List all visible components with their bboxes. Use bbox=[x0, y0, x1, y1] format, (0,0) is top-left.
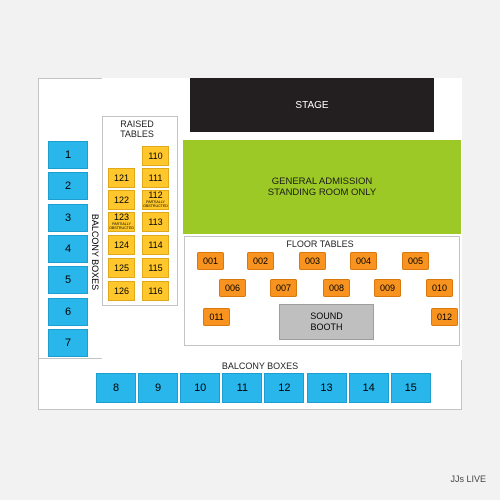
raised-table-122[interactable]: 122 bbox=[108, 190, 135, 210]
raised-table-123-label: 123 bbox=[113, 212, 130, 223]
balcony-box-4[interactable]: 4 bbox=[48, 234, 88, 263]
balcony-box-3-label: 3 bbox=[64, 211, 72, 224]
balcony-box-11[interactable]: 11 bbox=[222, 373, 263, 403]
balcony-box-8-label: 8 bbox=[112, 382, 120, 394]
floor-table-003-label: 003 bbox=[304, 256, 321, 266]
sound-booth: SOUND BOOTH bbox=[279, 304, 374, 340]
floor-table-001[interactable]: 001 bbox=[197, 252, 224, 270]
floor-table-008-label: 008 bbox=[328, 283, 345, 293]
raised-table-113[interactable]: 113 bbox=[142, 212, 169, 232]
floor-table-010[interactable]: 010 bbox=[426, 279, 453, 297]
raised-table-111[interactable]: 111 bbox=[142, 168, 169, 188]
floor-table-006-label: 006 bbox=[224, 283, 241, 293]
balcony-box-14-label: 14 bbox=[362, 382, 375, 394]
balcony-box-10-label: 10 bbox=[194, 382, 207, 394]
balcony-boxes-side-label: BALCONY BOXES bbox=[90, 213, 100, 291]
balcony-box-10[interactable]: 10 bbox=[180, 373, 221, 403]
raised-table-114-label: 114 bbox=[148, 239, 163, 250]
raised-table-121-label: 121 bbox=[113, 172, 130, 183]
balcony-boxes-bottom-label: BALCONY BOXES bbox=[221, 361, 299, 371]
floor-table-008[interactable]: 008 bbox=[323, 279, 350, 297]
raised-table-115-label: 115 bbox=[148, 262, 163, 273]
floor-table-007[interactable]: 007 bbox=[270, 279, 297, 297]
venue-name: JJs LIVE bbox=[450, 474, 486, 484]
floor-table-005-label: 005 bbox=[407, 256, 424, 266]
floor-table-009[interactable]: 009 bbox=[374, 279, 401, 297]
floor-table-011[interactable]: 011 bbox=[203, 308, 230, 326]
raised-table-123-note: PARTIALLY OBSTRUCTED bbox=[109, 222, 134, 230]
balcony-box-8[interactable]: 8 bbox=[96, 373, 136, 403]
balcony-box-14[interactable]: 14 bbox=[348, 373, 389, 403]
raised-table-122-label: 122 bbox=[113, 194, 130, 205]
floor-table-006[interactable]: 006 bbox=[219, 279, 246, 297]
floor-table-011-label: 011 bbox=[209, 312, 224, 322]
general-admission-section[interactable]: GENERAL ADMISSION STANDING ROOM ONLY bbox=[183, 140, 461, 234]
balcony-box-1-label: 1 bbox=[64, 149, 72, 161]
stage-label: STAGE bbox=[295, 99, 329, 111]
raised-table-121[interactable]: 121 bbox=[108, 168, 135, 188]
floor-table-002-label: 002 bbox=[252, 256, 269, 266]
raised-table-115[interactable]: 115 bbox=[142, 258, 169, 278]
balcony-box-6-label: 6 bbox=[64, 305, 72, 318]
floor-table-002[interactable]: 002 bbox=[247, 252, 274, 270]
raised-table-125[interactable]: 125 bbox=[108, 258, 135, 278]
balcony-box-7[interactable]: 7 bbox=[48, 328, 88, 357]
raised-table-114[interactable]: 114 bbox=[142, 235, 169, 255]
balcony-box-5[interactable]: 5 bbox=[48, 266, 88, 295]
balcony-box-3[interactable]: 3 bbox=[48, 203, 88, 232]
raised-table-116[interactable]: 116 bbox=[142, 281, 169, 301]
standing-room-label: STANDING ROOM ONLY bbox=[267, 187, 377, 198]
raised-table-126-label: 126 bbox=[113, 285, 130, 296]
balcony-box-1[interactable]: 1 bbox=[48, 141, 88, 169]
balcony-box-13[interactable]: 13 bbox=[306, 373, 347, 403]
floor-table-005[interactable]: 005 bbox=[402, 252, 429, 270]
balcony-box-9-label: 9 bbox=[155, 382, 162, 394]
stage: STAGE bbox=[190, 78, 434, 132]
floor-table-009-label: 009 bbox=[379, 283, 396, 293]
raised-table-112-label: 112 bbox=[148, 190, 163, 201]
raised-table-112-note: PARTIALLY OBSTRUCTED bbox=[143, 200, 168, 208]
balcony-box-9[interactable]: 9 bbox=[138, 373, 179, 403]
balcony-box-7-label: 7 bbox=[64, 336, 72, 349]
raised-table-110-label: 110 bbox=[148, 150, 163, 161]
raised-table-111-label: 111 bbox=[148, 172, 163, 183]
floor-table-004[interactable]: 004 bbox=[350, 252, 377, 270]
raised-table-113-label: 113 bbox=[148, 216, 163, 227]
balcony-box-12-label: 12 bbox=[278, 382, 291, 394]
raised-table-126[interactable]: 126 bbox=[108, 281, 135, 301]
floor-table-012[interactable]: 012 bbox=[431, 308, 458, 326]
general-admission-label: GENERAL ADMISSION bbox=[271, 175, 373, 187]
floor-table-004-label: 004 bbox=[355, 256, 372, 266]
floor-tables-label: FLOOR TABLES bbox=[286, 239, 354, 249]
balcony-box-6[interactable]: 6 bbox=[48, 297, 88, 326]
floor-table-003[interactable]: 003 bbox=[299, 252, 326, 270]
balcony-box-5-label: 5 bbox=[64, 274, 72, 287]
raised-table-125-label: 125 bbox=[113, 262, 130, 273]
balcony-box-12[interactable]: 12 bbox=[264, 373, 305, 403]
balcony-box-4-label: 4 bbox=[64, 242, 72, 255]
raised-table-116-label: 116 bbox=[148, 285, 163, 296]
balcony-box-2-label: 2 bbox=[64, 180, 72, 193]
raised-table-124[interactable]: 124 bbox=[108, 235, 135, 255]
floor-table-010-label: 010 bbox=[431, 283, 448, 293]
balcony-box-11-label: 11 bbox=[236, 382, 248, 394]
balcony-box-13-label: 13 bbox=[320, 382, 333, 394]
balcony-box-15[interactable]: 15 bbox=[390, 373, 431, 403]
raised-table-110[interactable]: 110 bbox=[142, 146, 169, 166]
balcony-box-2[interactable]: 2 bbox=[48, 172, 88, 201]
floor-table-012-label: 012 bbox=[436, 312, 453, 322]
raised-table-124-label: 124 bbox=[113, 239, 130, 250]
floor-table-001-label: 001 bbox=[202, 256, 219, 266]
balcony-box-15-label: 15 bbox=[404, 382, 417, 394]
floor-table-007-label: 007 bbox=[275, 283, 292, 293]
raised-tables-label: RAISED TABLES bbox=[120, 119, 154, 140]
